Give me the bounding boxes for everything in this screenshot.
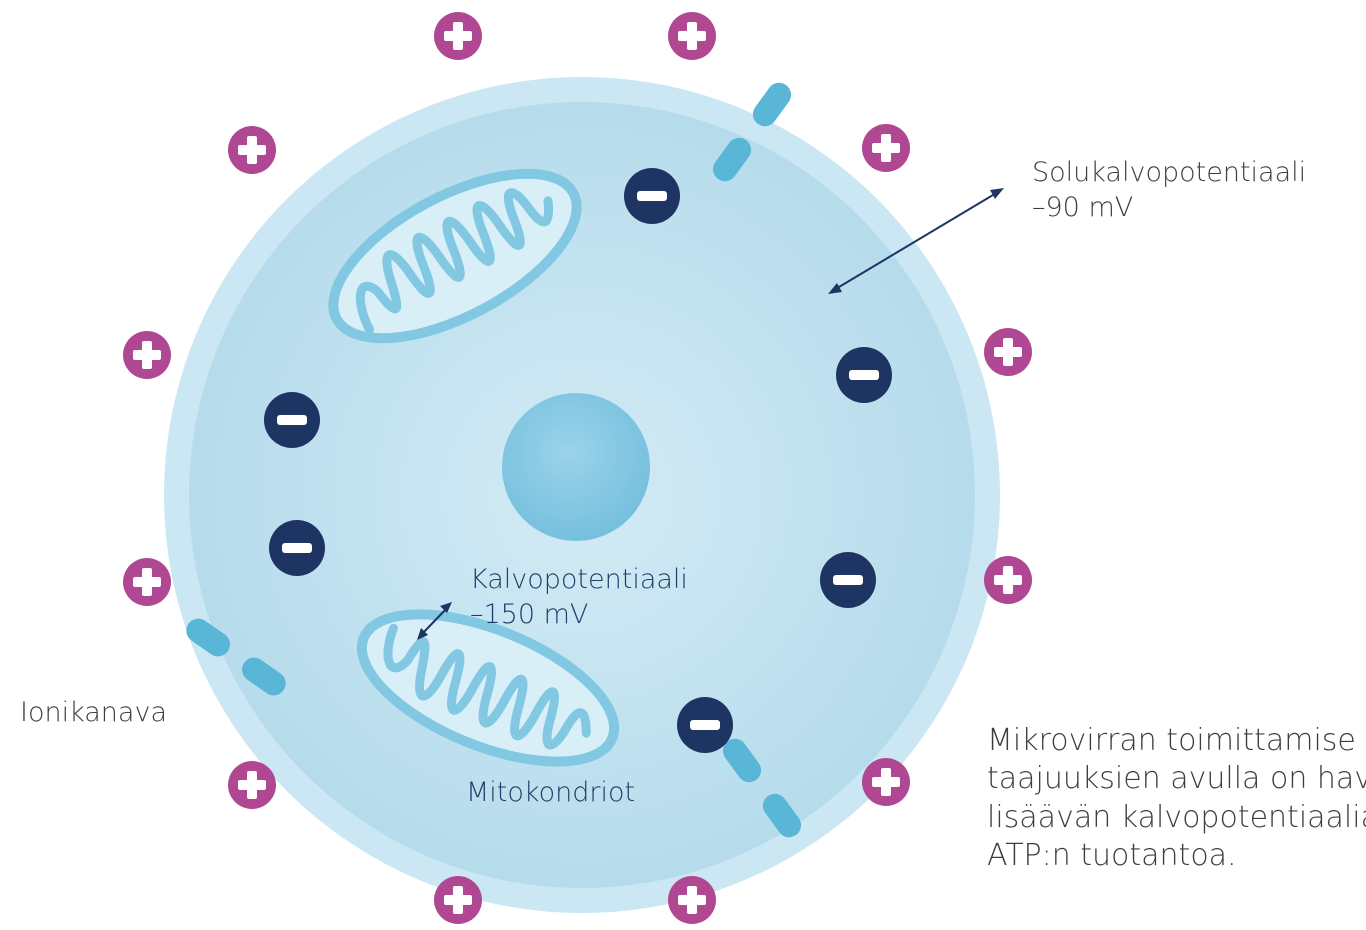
mito-potential-label: Kalvopotentiaali –150 mV [470,562,688,632]
minus-icon [677,697,733,753]
plus-icon [123,558,171,606]
mito-potential-value: –150 mV [470,597,688,632]
membrane-potential-title: Solukalvopotentiaali [1032,155,1306,190]
note-line: taajuuksien avulla on hav [987,760,1366,798]
mitochondria-label: Mitokondriot [466,775,635,810]
plus-icon [668,12,716,60]
plus-icon [434,12,482,60]
plus-icon [984,328,1032,376]
minus-icon [264,392,320,448]
mito-potential-title: Kalvopotentiaali [470,562,688,597]
plus-icon [668,876,716,924]
minus-icon [836,347,892,403]
nucleus [502,393,650,541]
membrane-potential-label: Solukalvopotentiaali –90 mV [1032,155,1306,225]
plus-icon [862,124,910,172]
plus-icon [123,331,171,379]
note-line: lisäävän kalvopotentiaalia [987,799,1366,837]
plus-icon [862,758,910,806]
membrane-potential-value: –90 mV [1032,190,1306,225]
minus-icon [624,168,680,224]
minus-icon [269,520,325,576]
plus-icon [984,556,1032,604]
note-line: ATP:n tuotantoa. [987,837,1366,875]
plus-icon [434,876,482,924]
plus-icon [228,126,276,174]
ion-channel-label: Ionikanava [20,695,167,730]
note-line: Mikrovirran toimittamise [987,722,1366,760]
plus-icon [228,761,276,809]
minus-icon [820,552,876,608]
explanatory-note: Mikrovirran toimittamise taajuuksien avu… [987,722,1366,876]
